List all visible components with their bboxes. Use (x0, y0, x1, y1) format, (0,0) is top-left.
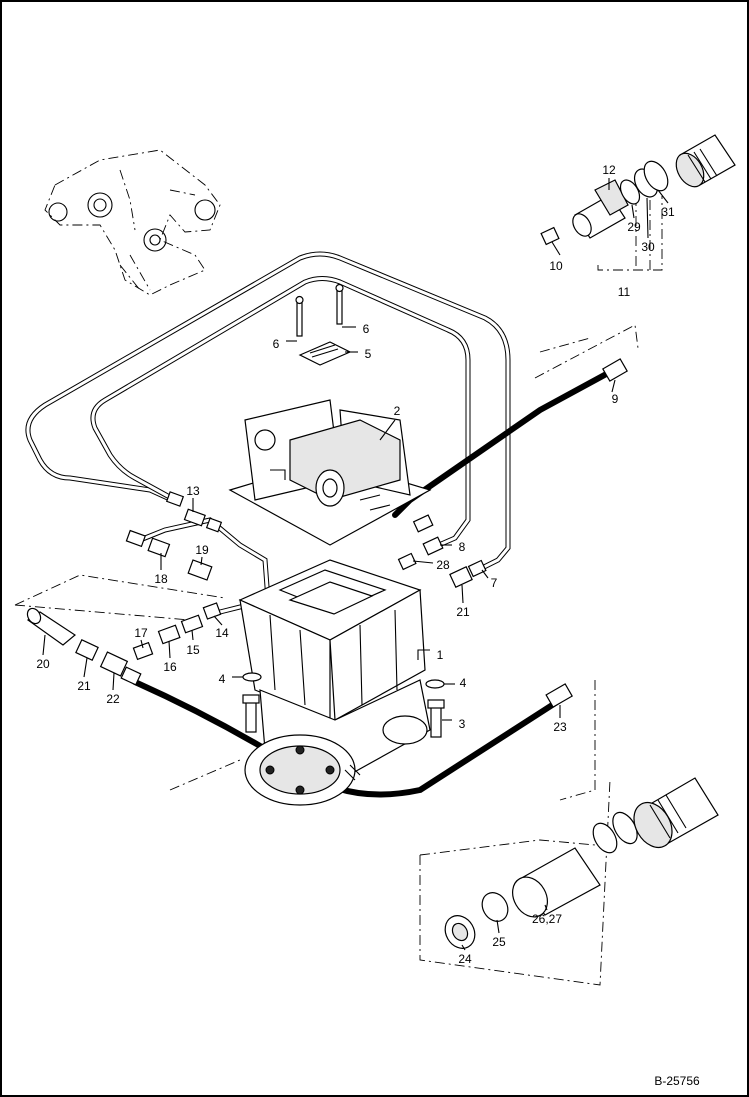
callout-8: 8 (459, 540, 466, 554)
callout-13: 13 (186, 484, 200, 498)
drawing-number: B-25756 (654, 1074, 700, 1088)
callout-31: 31 (661, 205, 675, 219)
coupler-detail-top (540, 134, 736, 246)
callout-11: 11 (618, 285, 631, 299)
callout-6: 6 (273, 337, 280, 351)
callout-23: 23 (553, 720, 567, 734)
hose-upper (392, 358, 628, 518)
callout-3: 3 (459, 717, 466, 731)
callout-2: 2 (394, 404, 401, 418)
bolt-washer-left (242, 672, 262, 733)
callout-4: 4 (460, 676, 467, 690)
mounting-bracket (228, 399, 432, 546)
callout-28: 28 (436, 558, 450, 572)
callout-25: 25 (492, 935, 506, 949)
fittings-right (397, 514, 487, 588)
dashed-reference-lines (14, 196, 663, 986)
callout-7: 7 (491, 576, 498, 590)
callout-21: 21 (77, 679, 91, 693)
callout-22: 22 (106, 692, 120, 706)
coupler-detail-bottom (444, 777, 719, 949)
callout-17: 17 (134, 626, 148, 640)
coupler-inset-drawing (44, 149, 221, 296)
callout-16: 16 (163, 660, 177, 674)
callout-5: 5 (365, 347, 372, 361)
callout-12: 12 (602, 163, 616, 177)
callout-18: 18 (154, 572, 168, 586)
callout-30: 30 (641, 240, 655, 254)
decal-plate (295, 283, 352, 366)
callout-4: 4 (219, 672, 226, 686)
hammer-housing (238, 559, 431, 806)
callout-1: 1 (437, 648, 444, 662)
leader-lines (42, 178, 669, 951)
callout-21: 21 (456, 605, 470, 619)
fittings-left (26, 491, 223, 686)
callout-6: 6 (363, 322, 370, 336)
callout-14: 14 (215, 626, 229, 640)
callout-9: 9 (612, 392, 619, 406)
callout-19: 19 (195, 543, 209, 557)
bolt-washer-right (425, 679, 445, 738)
callout-24: 24 (458, 952, 472, 966)
tube-loop-inner (90, 276, 471, 551)
callout-26-27: 26,27 (532, 912, 562, 926)
callout-10: 10 (549, 259, 563, 273)
callout-29: 29 (627, 220, 641, 234)
tube-loop-outer (25, 251, 511, 573)
callout-15: 15 (186, 643, 200, 657)
callout-20: 20 (36, 657, 50, 671)
